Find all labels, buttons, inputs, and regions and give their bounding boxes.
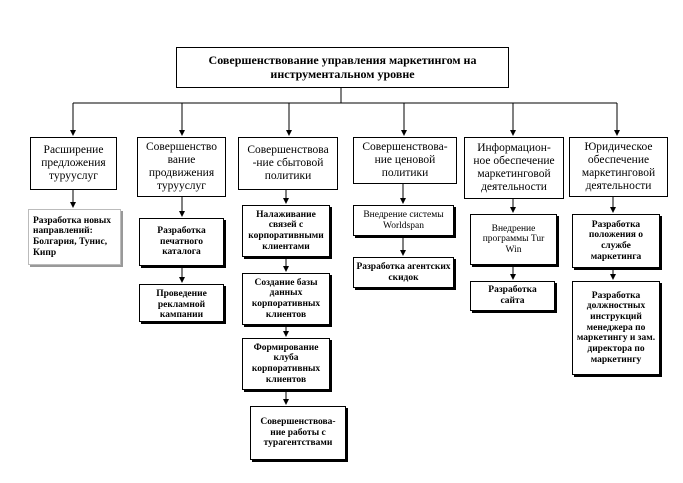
category-box-promotion: Совершенство вание продвижения турууслуг xyxy=(137,137,226,197)
item-box-website: Разработка сайта xyxy=(470,281,555,311)
item-box-turwin: Внедрение программы Tur Win xyxy=(470,214,557,265)
item-label: Разработка агентских скидок xyxy=(356,261,451,283)
item-label: Разработка положения о службе маркетинга xyxy=(588,219,644,262)
item-box-agent-discounts: Разработка агентских скидок xyxy=(353,257,454,288)
root-box: Совершенствование управления маркетингом… xyxy=(176,47,509,88)
item-label: Разработка сайта xyxy=(488,285,537,306)
item-box-client-club: Формирование клуба корпоративных клиенто… xyxy=(242,338,330,390)
item-box-catalog: Разработка печатного каталога xyxy=(139,218,224,266)
item-label: Формирование клуба корпоративных клиенто… xyxy=(251,342,321,385)
item-box-new-destinations: Разработка новых направлений: Болгария, … xyxy=(28,209,121,265)
item-label: Внедрение программы Tur Win xyxy=(482,223,545,255)
category-label: Расширение предложения турууслуг xyxy=(41,144,106,182)
item-label: Совершенствова- ние работы с турагентств… xyxy=(260,417,336,449)
item-box-corporate-relations: Налаживание связей с корпоративными клие… xyxy=(242,205,330,257)
category-label: Информацион- ное обеспечение маркетингов… xyxy=(473,142,555,193)
item-box-job-instructions: Разработка должностных инструкций менедж… xyxy=(572,281,660,375)
root-label: Совершенствование управления маркетингом… xyxy=(208,53,477,81)
category-box-legal: Юридическое обеспечение маркетинговой де… xyxy=(569,137,668,197)
category-box-information: Информацион- ное обеспечение маркетингов… xyxy=(464,137,564,199)
category-box-price-policy: Совершенствова- ние ценовой политики xyxy=(353,137,457,184)
item-label: Создание базы данных корпоративных клиен… xyxy=(251,277,321,320)
category-label: Совершенствова- ние ценовой политики xyxy=(362,141,448,179)
category-label: Юридическое обеспечение маркетинговой де… xyxy=(581,141,656,192)
category-label: Совершенство вание продвижения турууслуг xyxy=(146,141,217,192)
item-box-marketing-regulation: Разработка положения о службе маркетинга xyxy=(572,214,660,268)
item-box-client-database: Создание базы данных корпоративных клиен… xyxy=(242,273,330,325)
category-label: Совершенствова -ние сбытовой политики xyxy=(247,144,329,182)
item-label: Внедрение системы Worldspan xyxy=(363,209,444,231)
category-box-sales-policy: Совершенствова -ние сбытовой политики xyxy=(238,137,338,190)
item-box-agency-work: Совершенствова- ние работы с турагентств… xyxy=(250,406,346,460)
item-label: Разработка новых направлений: Болгария, … xyxy=(33,215,112,258)
category-box-assortment: Расширение предложения турууслуг xyxy=(30,137,117,190)
item-label: Разработка печатного каталога xyxy=(157,226,206,258)
item-label: Налаживание связей с корпоративными клие… xyxy=(248,209,324,252)
item-label: Разработка должностных инструкций менедж… xyxy=(576,290,656,365)
item-box-worldspan: Внедрение системы Worldspan xyxy=(353,205,454,236)
item-box-ad-campaign: Проведение рекламной кампании xyxy=(139,284,224,322)
item-label: Проведение рекламной кампании xyxy=(156,289,207,321)
